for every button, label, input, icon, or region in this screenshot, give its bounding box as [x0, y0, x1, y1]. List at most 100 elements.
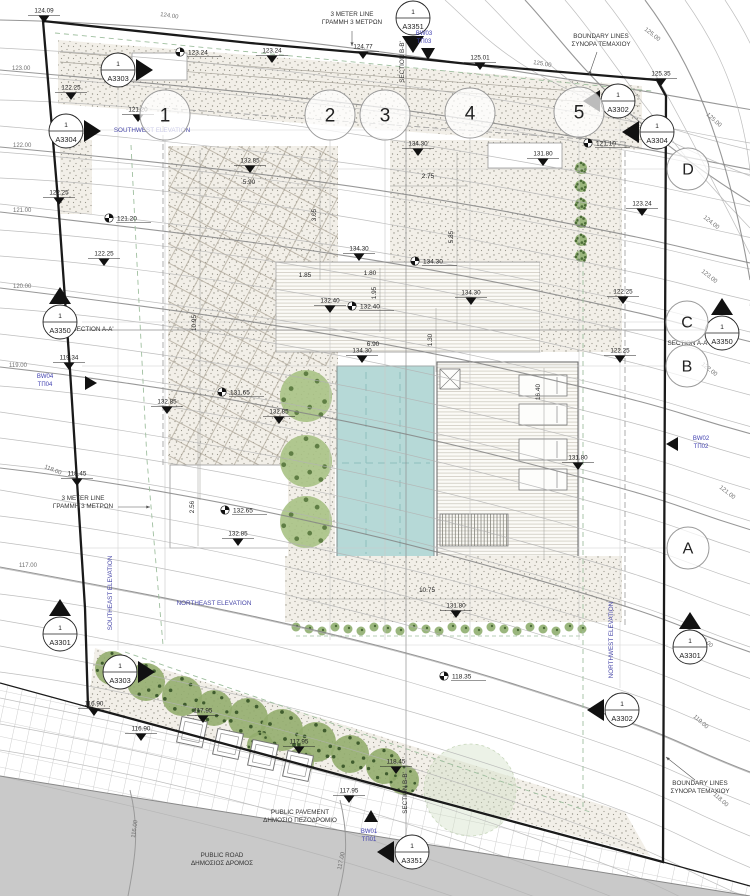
elevation-triangle-icon — [343, 795, 355, 803]
bw-label-greek: ΤΠ01 — [362, 837, 377, 843]
stairs — [439, 513, 509, 547]
view-marker-number: 1 — [616, 92, 620, 99]
view-marker-sheet: A3302 — [607, 105, 628, 114]
contour — [0, 515, 750, 711]
spot-elevation-marker: 122.25 — [55, 85, 87, 100]
note-line: NORTHWEST ELEVATION — [608, 601, 615, 678]
contour — [0, 146, 750, 264]
tree — [574, 249, 587, 262]
contour — [0, 749, 534, 896]
hedge-shrub — [577, 624, 587, 634]
spot-elevation-value: 122.25 — [613, 289, 633, 296]
contour — [0, 775, 453, 896]
dimension-label: 16.40 — [535, 384, 542, 400]
spot-elevation-value: 118.45 — [387, 759, 406, 766]
hedge-shrub — [447, 622, 457, 632]
spot-elevation-marker: 122.25 — [88, 251, 120, 266]
hedge-shrub — [499, 624, 509, 634]
elevation-triangle-icon — [636, 208, 648, 216]
note-line: PUBLIC ROAD — [201, 852, 244, 859]
elevation-triangle-icon — [71, 478, 83, 486]
note-line: PUBLIC PAVEMENT — [271, 809, 329, 816]
hedge-shrub — [486, 622, 496, 632]
note-line: SECTION B-B' — [399, 41, 406, 82]
grid-bubble-D: D — [666, 147, 710, 191]
spot-elevation-value: 119.34 — [60, 355, 79, 362]
dimension-label: 2.75 — [422, 173, 435, 180]
elevation-triangle-icon — [88, 708, 100, 716]
note-line: SECTION A-A' — [667, 340, 708, 347]
grid-bubble-1: 1 — [139, 89, 191, 141]
tree — [162, 676, 202, 716]
view-marker-number: 1 — [655, 123, 659, 130]
elevation-triangle-icon — [53, 197, 65, 205]
grid-lines — [80, 90, 668, 688]
elevation-triangle-icon — [135, 733, 147, 741]
spot-elevation-marker: 124.09 — [28, 8, 60, 23]
view-direction-triangle-icon — [622, 121, 639, 143]
hedge-shrub — [356, 626, 366, 636]
benchmark-value: 132.65 — [233, 508, 253, 515]
contour — [0, 437, 750, 616]
dimension-label: 1.95 — [371, 286, 378, 299]
elevation-triangle-icon — [465, 297, 477, 305]
view-marker-sheet: A3301 — [49, 638, 70, 647]
spot-elevation-marker: 131.80 — [527, 151, 559, 166]
contour-label: 121.00 — [13, 208, 32, 214]
grid-bubble-4: 4 — [444, 87, 496, 139]
benchmark-point: 132.65 — [220, 505, 267, 515]
spot-elevation-marker: 122.25 — [607, 289, 639, 304]
spot-elevation-value: 131.80 — [533, 151, 553, 158]
grid-bubble-5: 5 — [553, 86, 605, 138]
hedge-shrub — [395, 626, 405, 636]
grid-bubble-circle — [666, 526, 710, 570]
hedge-shrub — [512, 626, 522, 636]
hedge-shrub — [473, 626, 483, 636]
leader-arrow-icon — [146, 505, 150, 509]
grid-bubble-circle — [665, 344, 709, 388]
grid-bubble-circle — [666, 147, 710, 191]
note-line: ΣΥΝΟΡΑ ΤΕΜΑΧΙΟΥ — [571, 41, 631, 48]
bw-triangle-icon — [666, 437, 678, 451]
contour — [0, 333, 750, 490]
note-line: ΓΡΑΜΜΗ 3 ΜΕΤΡΩΝ — [322, 19, 383, 26]
leader-arrow-icon — [350, 42, 354, 46]
contour-label: 125.00 — [533, 60, 553, 69]
hedge-shrub — [343, 624, 353, 634]
benchmark-point: 121.10 — [583, 138, 630, 148]
elevation-triangle-icon — [357, 51, 369, 59]
spot-elevation-value: 116.90 — [132, 726, 151, 733]
hedge-shrub — [538, 624, 548, 634]
benchmark-value: 121.20 — [117, 216, 137, 223]
contour-label: 117.00 — [337, 851, 347, 870]
spot-elevation-marker: 132.85 — [222, 531, 254, 546]
view-marker-number: 1 — [688, 638, 692, 645]
contour-label: 122.00 — [13, 143, 32, 149]
contour — [644, 0, 750, 281]
note-line: ΓΡΑΜΜΗ 3 ΜΕΤΡΩΝ — [53, 503, 114, 510]
spot-elevation-value: 132.85 — [269, 409, 289, 416]
spot-elevation-marker: 132.85 — [263, 409, 295, 424]
view-marker-sheet: A3303 — [107, 74, 128, 83]
note-line: SOUTHEAST ELEVATION — [107, 555, 114, 630]
view-marker-number: 1 — [118, 663, 122, 670]
contour — [0, 359, 750, 522]
dimension-label: 5.85 — [448, 230, 455, 243]
view-marker-number: 1 — [116, 61, 120, 68]
benchmark-point: 121.20 — [104, 213, 151, 223]
spot-elevation-marker: 118.45 — [61, 471, 93, 486]
contour-label: 125.00 — [705, 112, 723, 129]
view-direction-triangle-icon — [711, 298, 733, 315]
dimension-label: 1.80 — [364, 270, 377, 277]
